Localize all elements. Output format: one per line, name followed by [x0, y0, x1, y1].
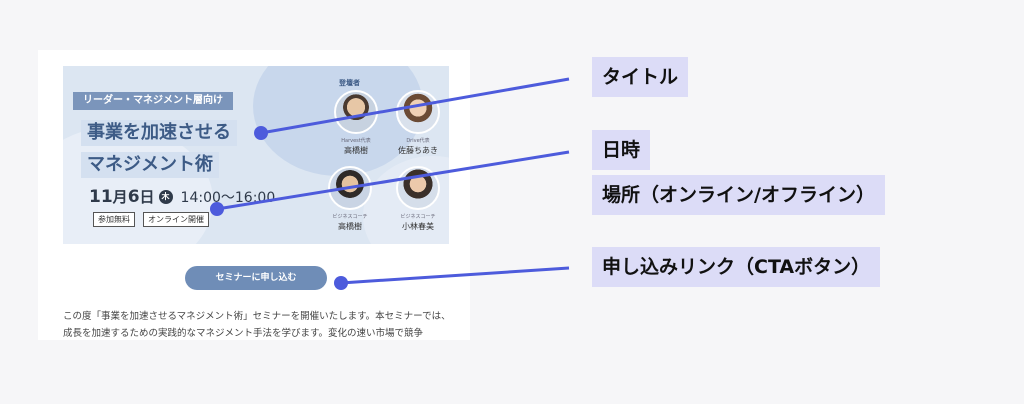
cta-callout-dot: [334, 276, 348, 290]
title-callout-line: [260, 77, 570, 135]
apply-seminar-button[interactable]: セミナーに申し込む: [185, 266, 327, 290]
date-day: 6: [127, 186, 140, 207]
annotation-title: タイトル: [592, 57, 689, 97]
title-callout-dot: [254, 126, 268, 140]
online-chip: オンライン開催: [143, 212, 209, 227]
seminar-title-line-2: マネジメント術: [81, 152, 219, 178]
seminar-datetime: 11 月 6 日 木 14:00〜16:00: [89, 186, 275, 207]
datetime-callout-dot: [210, 202, 224, 216]
speaker-role: ビジネスコーチ: [400, 214, 436, 220]
speaker-card: Drive代表 佐藤ちあき: [388, 90, 448, 156]
speaker-name: 高橋樹: [344, 146, 368, 155]
avatar: [396, 90, 440, 134]
annotation-datetime: 日時: [592, 130, 651, 170]
day-of-week-badge: 木: [158, 189, 173, 204]
date-month: 11: [89, 186, 113, 207]
cta-callout-line: [340, 266, 570, 285]
seminar-description: この度「事業を加速させるマネジメント術」セミナーを開催いたします。本セミナーでは…: [63, 311, 451, 339]
datetime-callout-line: [216, 150, 570, 211]
audience-tag: リーダー・マネジメント層向け: [73, 92, 233, 110]
annotation-cta: 申し込みリンク（CTAボタン）: [592, 247, 881, 287]
date-month-unit: 月: [112, 188, 128, 206]
speaker-role: Drive代表: [406, 138, 430, 144]
speaker-role: ビジネスコーチ: [332, 214, 368, 220]
seminar-time: 14:00〜16:00: [180, 189, 276, 206]
speakers-label: 登壇者: [339, 79, 360, 87]
speaker-role: Harvest代表: [341, 138, 371, 144]
seminar-banner: リーダー・マネジメント層向け 事業を加速させる マネジメント術 11 月 6 日…: [63, 66, 449, 244]
date-day-unit: 日: [139, 188, 155, 206]
annotation-location: 場所（オンライン/オフライン）: [592, 175, 885, 215]
speaker-name: 高橋樹: [338, 222, 362, 231]
speaker-name: 小林春美: [402, 222, 434, 231]
free-entry-chip: 参加無料: [93, 212, 135, 227]
email-preview-card: リーダー・マネジメント層向け 事業を加速させる マネジメント術 11 月 6 日…: [38, 50, 470, 340]
speaker-name: 佐藤ちあき: [398, 146, 438, 155]
seminar-title-line-1: 事業を加速させる: [81, 120, 237, 146]
